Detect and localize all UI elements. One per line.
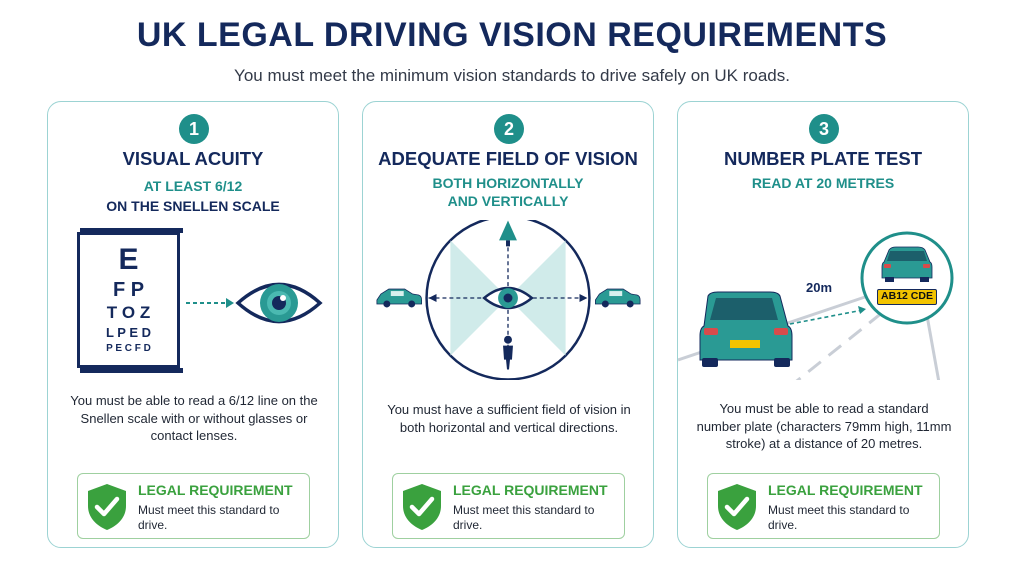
number-plate-illustration: 20m AB12 CDE	[678, 220, 968, 380]
field-of-vision-illustration	[376, 220, 641, 380]
car-icon	[881, 246, 933, 282]
legal-text: Must meet this standard to drive.	[768, 503, 910, 532]
card-description: You must be able to read a 6/12 line on …	[70, 393, 318, 443]
snellen-row: P E C F D	[106, 343, 151, 354]
snellen-row: T O Z	[106, 303, 151, 322]
card-visual-acuity: 1 VISUAL ACUITY AT LEAST 6/12 ON THE SNE…	[47, 101, 339, 548]
legal-requirement-box: LEGAL REQUIREMENT Must meet this standar…	[392, 473, 625, 539]
shield-check-icon	[403, 484, 441, 530]
snellen-row: L P E D	[105, 325, 152, 340]
shield-check-icon	[88, 484, 126, 530]
step-number-badge: 2	[494, 114, 524, 144]
car-icon	[376, 288, 422, 308]
eye-icon	[186, 282, 323, 324]
car-icon	[594, 288, 641, 308]
step-number-badge: 3	[809, 114, 839, 144]
tree-icon	[499, 220, 517, 247]
legal-heading: LEGAL REQUIREMENT	[453, 482, 608, 498]
step-number-badge: 1	[179, 114, 209, 144]
page-subtitle: You must meet the minimum vision standar…	[234, 66, 790, 85]
card-subtitle: ON THE SNELLEN SCALE	[106, 198, 280, 214]
eye-icon	[482, 286, 534, 310]
person-icon	[503, 335, 513, 370]
snellen-row: E	[118, 243, 139, 276]
legal-heading: LEGAL REQUIREMENT	[768, 482, 923, 498]
snellen-row: F P	[112, 279, 145, 301]
legal-requirement-box: LEGAL REQUIREMENT Must meet this standar…	[707, 473, 940, 539]
card-subtitle-highlight: AT LEAST 6/12	[143, 178, 243, 194]
card-title: VISUAL ACUITY	[122, 148, 264, 169]
snellen-chart: E F P T O Z L P E D P E C F D	[77, 228, 183, 373]
legal-text: Must meet this standard to drive.	[138, 503, 280, 532]
card-number-plate-test: 3 NUMBER PLATE TEST READ AT 20 METRES	[677, 101, 969, 548]
legal-requirement-box: LEGAL REQUIREMENT Must meet this standar…	[77, 473, 310, 539]
card-field-of-vision: 2 ADEQUATE FIELD OF VISION BOTH HORIZONT…	[362, 101, 654, 548]
legal-text: Must meet this standard to drive.	[453, 503, 595, 532]
distance-label: 20m	[806, 280, 833, 295]
page-title: UK LEGAL DRIVING VISION REQUIREMENTS	[136, 16, 888, 54]
card-subtitle-highlight: AND VERTICALLY	[447, 193, 569, 209]
shield-check-icon	[718, 484, 756, 530]
acuity-illustration: E F P T O Z L P E D P E C F D	[48, 220, 338, 380]
number-plate: AB12 CDE	[877, 289, 937, 305]
card-description: You must have a sufficient field of visi…	[387, 402, 631, 435]
card-description: You must be able to read a standard numb…	[696, 401, 952, 451]
legal-heading: LEGAL REQUIREMENT	[138, 482, 293, 498]
card-title: NUMBER PLATE TEST	[723, 148, 923, 169]
card-title: ADEQUATE FIELD OF VISION	[378, 148, 638, 169]
car-icon	[699, 291, 793, 367]
card-subtitle-highlight: READ AT 20 METRES	[751, 175, 895, 191]
card-subtitle-highlight: BOTH HORIZONTALLY	[432, 175, 584, 191]
